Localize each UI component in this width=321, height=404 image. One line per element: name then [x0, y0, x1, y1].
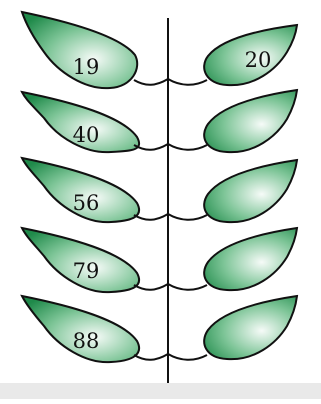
left-leaf-label-4: 79 [73, 259, 100, 283]
connector-2 [134, 144, 207, 150]
bottom-band [0, 383, 321, 399]
right-leaf-5 [204, 296, 297, 359]
connector-3 [134, 214, 207, 220]
right-leaf-label-1: 20 [245, 48, 272, 72]
leaf-row-3: 56 [22, 158, 297, 222]
right-leaf-2 [204, 90, 297, 152]
left-leaf-label-1: 19 [73, 55, 100, 79]
connector-4 [134, 284, 207, 290]
leaf-row-1: 19 20 [22, 12, 297, 88]
left-leaf-label-2: 40 [73, 123, 100, 147]
leaf-row-4: 79 [22, 228, 297, 292]
leaf-row-5: 88 [22, 296, 297, 362]
connector-5 [134, 354, 207, 360]
right-leaf-3 [204, 160, 297, 222]
right-leaf-4 [204, 228, 297, 290]
left-leaf-label-5: 88 [73, 329, 100, 353]
leaf-row-2: 40 [22, 90, 297, 152]
connector-1 [134, 79, 207, 85]
left-leaf-label-3: 56 [73, 191, 100, 215]
